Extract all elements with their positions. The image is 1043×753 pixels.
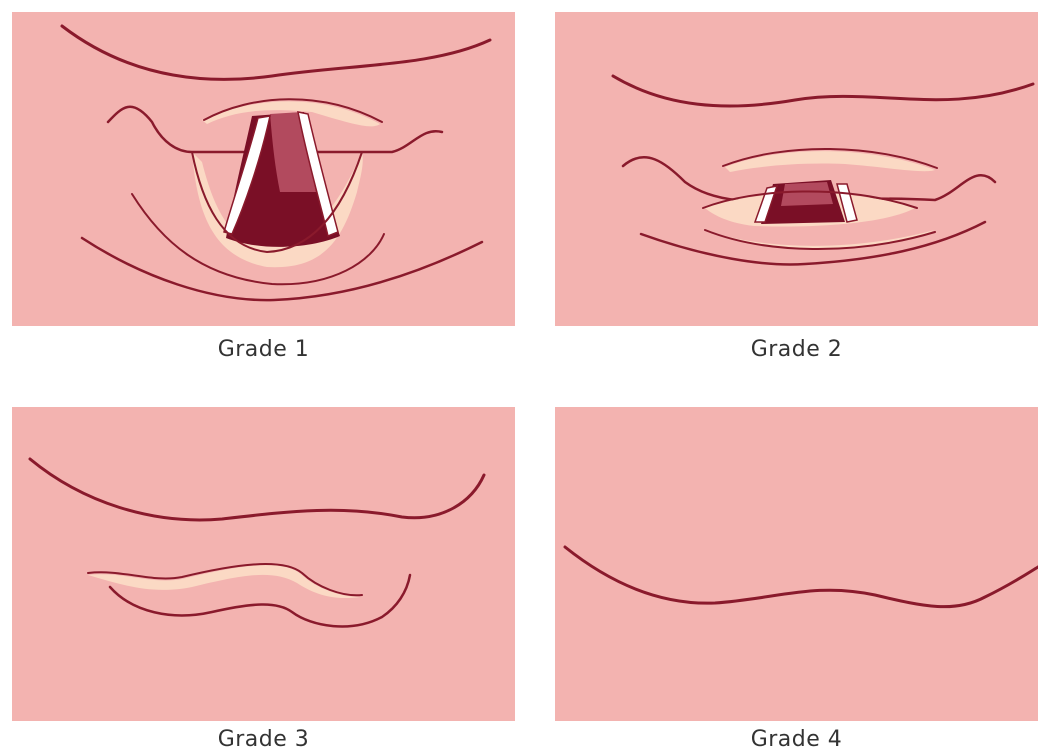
grade-3-panel [12,407,515,721]
grade-1-illustration [12,12,515,326]
glottis-inner-shade [781,182,833,206]
grade-4-illustration [555,407,1038,721]
upper-tissue-fold [30,459,484,520]
lower-fold-outer [641,222,985,265]
grade-2-caption: Grade 2 [555,337,1038,362]
grade-4-caption: Grade 4 [555,727,1038,752]
grade-1-caption: Grade 1 [12,337,515,362]
grade-4-panel [555,407,1038,721]
grade-2-panel [555,12,1038,326]
grade-2-illustration [555,12,1038,326]
grade-3-caption: Grade 3 [12,727,515,752]
epiglottis-highlight [725,151,935,172]
upper-tissue-fold [62,26,490,79]
upper-tissue-fold [613,76,1033,106]
lower-highlight [705,230,935,248]
grade-1-panel [12,12,515,326]
grade-3-illustration [12,407,515,721]
upper-tissue-fold [565,547,1038,607]
epiglottis-highlight [88,565,360,598]
